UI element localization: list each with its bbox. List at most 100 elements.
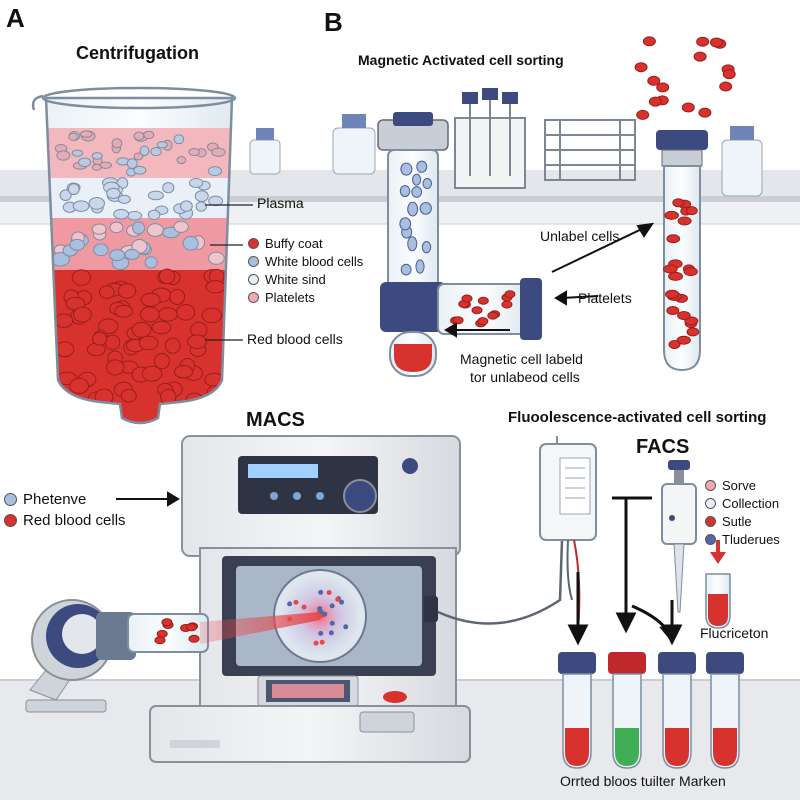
cell-shape: [421, 241, 432, 254]
cell-shape: [151, 320, 172, 335]
cell-shape: [176, 303, 196, 321]
legend-a-swatch: [248, 291, 259, 303]
cell-shape: [318, 630, 324, 636]
legend-facs-swatch: [705, 497, 716, 509]
legend-a-item: White sind: [248, 270, 363, 288]
cell-shape: [176, 156, 187, 165]
cell-shape: [93, 243, 109, 257]
legend-macs-item: Red blood cells: [4, 510, 126, 531]
cell-shape: [208, 195, 224, 207]
cell-shape: [722, 69, 736, 80]
legend-a-swatch: [248, 255, 259, 267]
laser-source: [25, 599, 320, 713]
cell-shape: [477, 296, 489, 305]
legend-facs-item: Sorve: [705, 476, 780, 494]
collection-tube: [558, 652, 596, 769]
cell-shape: [318, 589, 324, 595]
cell-shape: [416, 160, 428, 173]
cell-shape: [208, 251, 225, 265]
legend-facs: Sorve Collection Sutle Tluderues: [705, 476, 780, 548]
cell-shape: [195, 201, 207, 212]
centrifugation-title: Centrifugation: [76, 43, 199, 63]
sorting-arrows: [567, 496, 683, 646]
legend-a-item: Platelets: [248, 288, 363, 306]
beaker-cells: [50, 130, 226, 413]
fluorescence-tube: [705, 540, 731, 629]
cell-shape: [335, 596, 341, 602]
cell-shape: [72, 200, 90, 212]
cell-shape: [139, 306, 160, 323]
cell-shape: [164, 337, 181, 354]
cell-shape: [88, 196, 105, 210]
cell-shape: [139, 145, 150, 157]
cell-shape: [452, 316, 464, 325]
label-plasma: Plasma: [257, 195, 304, 211]
legend-macs-swatch: [4, 493, 17, 506]
cell-shape: [407, 201, 419, 217]
cell-shape: [126, 158, 138, 169]
collection-tube: [706, 652, 744, 769]
legend-macs-text: Red blood cells: [23, 512, 126, 529]
cell-shape: [471, 306, 483, 315]
legend-macs-text: Phetenve: [23, 491, 87, 508]
panel-b-arrows: [444, 222, 655, 338]
cell-shape: [150, 147, 162, 157]
cell-shape: [419, 202, 432, 215]
cell-shape: [91, 152, 103, 160]
cell-shape: [411, 186, 423, 198]
cell-shape: [153, 353, 170, 370]
cell-shape: [99, 285, 115, 299]
cell-shape: [180, 200, 193, 212]
cell-shape: [127, 210, 143, 221]
cell-shape: [322, 611, 328, 617]
collection-tube: [658, 652, 696, 769]
cell-shape: [668, 271, 684, 281]
legend-a-text: White blood cells: [265, 253, 364, 269]
label-unlabeled-cells: tor unlabeod cells: [470, 369, 580, 385]
cell-shape: [143, 130, 155, 140]
cell-shape: [162, 182, 175, 194]
cell-shape: [656, 82, 670, 93]
legend-a-swatch: [248, 237, 259, 249]
cell-shape: [117, 194, 131, 204]
cables: [437, 539, 564, 625]
cell-shape: [157, 307, 178, 322]
centrifugation-beaker: [31, 86, 237, 425]
cell-shape: [104, 334, 121, 351]
label-red-blood-cells: Red blood cells: [247, 331, 343, 347]
cell-shape: [407, 236, 418, 252]
cell-shape: [51, 396, 70, 411]
cell-shape: [194, 190, 209, 203]
cell-shape: [329, 603, 335, 609]
cell-shape: [106, 359, 125, 376]
cell-shape: [113, 208, 130, 220]
legend-macs-swatch: [4, 514, 17, 527]
legend-a-swatch: [248, 273, 259, 285]
cell-shape: [672, 198, 685, 208]
cell-shape: [67, 183, 80, 196]
cell-shape: [666, 234, 681, 244]
cell-shape: [114, 304, 133, 318]
cell-shape: [400, 263, 412, 276]
cell-shape: [69, 377, 90, 394]
legend-macs: Phetenve Red blood cells: [4, 489, 126, 531]
cell-shape: [328, 630, 334, 636]
cell-shape: [73, 306, 92, 323]
cell-shape: [71, 149, 84, 157]
bottom-caption: Orrted bloos tuilter Marken: [560, 773, 726, 789]
macs-title-b: Magnetic Activated cell sorting: [358, 52, 564, 68]
cell-shape: [634, 62, 648, 73]
cell-shape: [329, 620, 335, 626]
collection-tube: [608, 652, 646, 769]
cell-shape: [301, 604, 307, 610]
cell-shape: [173, 134, 185, 145]
cell-shape: [68, 132, 79, 141]
cell-shape: [91, 332, 108, 346]
legend-facs-item: Sutle: [705, 512, 780, 530]
legend-facs-item: Collection: [705, 494, 780, 512]
panel-a-leaders: [205, 204, 253, 341]
cell-shape: [106, 187, 121, 200]
magnetic-column: [377, 112, 449, 377]
cell-shape: [111, 138, 123, 149]
